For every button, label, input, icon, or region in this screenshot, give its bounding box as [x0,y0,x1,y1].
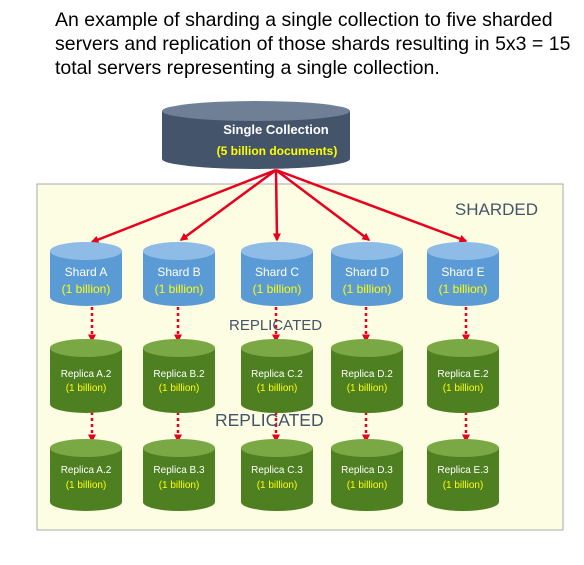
collection-title: Single Collection [223,122,329,137]
replica-row-2: Replica A.2 (1 billion) Replica B.3 (1 bill… [50,439,499,511]
replica-cylinder-body [241,448,313,511]
replicated-label-2: REPLICATED [215,410,324,430]
replica-cylinder-top [143,439,215,457]
replica-name: Replica E.3 [437,465,489,476]
shard-arrow-2 [272,169,281,242]
replica-cylinder-0: Replica A.2 (1 billion) [50,339,122,413]
replica-cylinder-1: Replica B.3 (1 billion) [143,439,215,511]
shard-cylinder-top [50,242,122,260]
replica-cylinder-2: Replica C.3 (1 billion) [241,439,313,511]
shard-cylinder-body [241,251,313,306]
shard-arrow-3 [275,169,371,241]
replica-name: Replica E.2 [437,369,489,380]
replica-row-1: Replica A.2 (1 billion) Replica B.2 (1 bill… [50,339,499,413]
collection-cylinder-body [162,111,350,169]
replica-cylinder-4: Replica E.3 (1 billion) [427,439,499,511]
shard-size: (1 billion) [439,282,488,296]
replica-name: Replica A.2 [61,369,112,380]
collection-cylinder: Single Collection (5 billion documents) [162,101,350,169]
sharding-arrows [90,168,468,244]
replica-size: (1 billion) [66,383,107,394]
replica-name: Replica D.3 [341,465,393,476]
replica-cylinder-body [143,348,215,413]
shard-cylinder-1: Shard B (1 billion) [143,242,215,306]
replica-cylinder-3: Replica D.3 (1 billion) [331,439,403,511]
replica-cylinder-top [143,339,215,357]
shard-size: (1 billion) [62,282,111,296]
replica-cylinder-body [50,348,122,413]
replica-size: (1 billion) [159,480,200,491]
shard-cylinder-top [241,242,313,260]
replica-cylinder-top [241,439,313,457]
shard-row: Shard A(1 billion)Shard B(1 billion)Shar… [50,242,499,306]
shard-size: (1 billion) [155,282,204,296]
replica-cylinder-top [50,439,122,457]
shard-size: (1 billion) [253,282,302,296]
replica-cylinder-top [331,439,403,457]
replica-cylinder-body [427,348,499,413]
replica-cylinder-top [241,339,313,357]
collection-subtitle: (5 billion documents) [217,144,338,158]
replicated-label-1: REPLICATED [229,317,322,334]
shard-name: Shard E [441,265,484,279]
replica-name: Replica D.2 [341,369,393,380]
shard-arrow-1 [179,168,277,242]
replica-name: Replica A.2 [61,465,112,476]
replica-size: (1 billion) [159,383,200,394]
shard-cylinder-top [427,242,499,260]
shard-name: Shard B [157,265,200,279]
replica-cylinder-body [143,448,215,511]
shard-cylinder-top [331,242,403,260]
replica-cylinder-top [427,439,499,457]
replica-size: (1 billion) [257,383,298,394]
shard-cylinder-body [50,251,122,306]
replica-cylinder-body [50,448,122,511]
shard-cylinder-2: Shard C (1 billion) [241,242,313,306]
shard-cylinder-4: Shard E (1 billion) [427,242,499,306]
replica-cylinder-body [331,448,403,511]
replica-cylinder-body [241,348,313,413]
replica-name: Replica C.2 [251,369,303,380]
replica-name: Replica B.2 [153,369,205,380]
replica-cylinder-top [427,339,499,357]
shard-name: Shard C [255,265,299,279]
shard-cylinder-body [143,251,215,306]
replica-cylinder-top [331,339,403,357]
replica-cylinder-0: Replica A.2 (1 billion) [50,439,122,511]
replica-cylinder-4: Replica E.2 (1 billion) [427,339,499,413]
replica-size: (1 billion) [66,480,107,491]
shard-cylinder-3: Shard D (1 billion) [331,242,403,306]
shard-cylinder-0: Shard A (1 billion) [50,242,122,306]
shard-arrow-0 [90,168,277,244]
replica-size: (1 billion) [443,480,484,491]
replica-name: Replica B.3 [153,465,205,476]
shard-name: Shard D [345,265,389,279]
sharded-label: SHARDED [455,200,538,219]
shard-size: (1 billion) [343,282,392,296]
replica-size: (1 billion) [443,383,484,394]
shard-cylinder-body [331,251,403,306]
replica-cylinder-3: Replica D.2 (1 billion) [331,339,403,413]
shard-arrow-4 [275,168,468,243]
replica-cylinder-2: Replica C.2 (1 billion) [241,339,313,413]
replica-size: (1 billion) [347,383,388,394]
replica-cylinder-body [427,448,499,511]
replica-cylinder-top [50,339,122,357]
replica-name: Replica C.3 [251,465,303,476]
replica-cylinder-body [331,348,403,413]
diagram-caption: An example of sharding a single collecti… [55,9,571,79]
shard-cylinder-body [427,251,499,306]
replica-size: (1 billion) [347,480,388,491]
shard-name: Shard A [65,265,108,279]
replica-size: (1 billion) [257,480,298,491]
collection-cylinder-top [162,101,350,121]
replica-cylinder-1: Replica B.2 (1 billion) [143,339,215,413]
shard-cylinder-top [143,242,215,260]
